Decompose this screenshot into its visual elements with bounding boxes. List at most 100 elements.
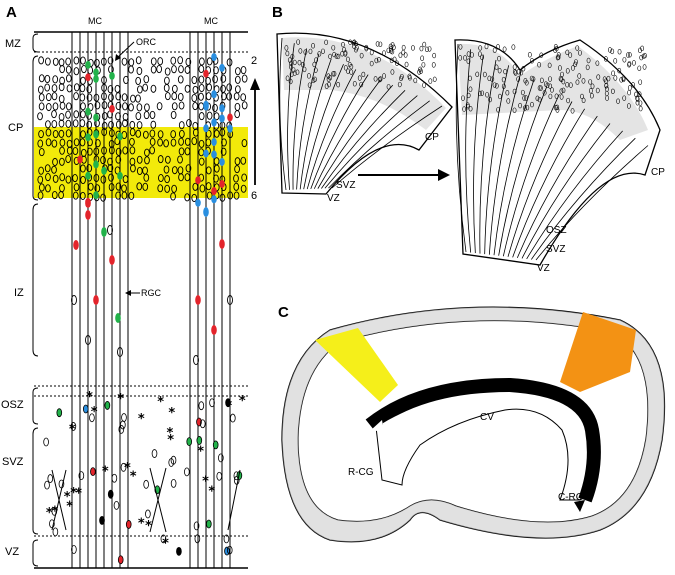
cp-cell	[351, 40, 356, 46]
labeled-cell	[227, 113, 233, 122]
asterisk-cell: *	[166, 426, 173, 441]
cp-cell	[462, 106, 467, 112]
cell-oval	[71, 295, 77, 305]
cp-cell	[575, 79, 580, 85]
cell-oval	[157, 138, 163, 147]
labeled-cell	[85, 133, 91, 142]
cp-cell	[610, 88, 615, 94]
cp-cell	[361, 71, 366, 78]
cell-oval	[142, 182, 149, 191]
cell-oval	[198, 83, 205, 93]
labeled-cell	[195, 176, 201, 185]
cp-cell	[524, 95, 528, 101]
progenitor-cell	[117, 555, 124, 565]
progenitor-cell	[226, 545, 233, 555]
cp-cell	[428, 78, 433, 84]
cell-oval	[122, 102, 128, 111]
progenitor-cell	[70, 422, 77, 431]
cell-oval	[206, 111, 213, 120]
cell-oval	[80, 130, 86, 139]
cp-cell	[570, 108, 575, 114]
labeled-cell	[219, 179, 225, 188]
cp-cell	[289, 64, 293, 70]
cp-cell	[571, 65, 575, 71]
cell-oval	[109, 146, 115, 155]
asterisk-cell: *	[168, 406, 175, 421]
cell-oval	[240, 93, 247, 102]
cell-oval	[241, 101, 248, 110]
cell-oval	[45, 120, 51, 129]
progenitor-cell	[145, 509, 151, 519]
b-right-vz: VZ	[537, 263, 550, 274]
cp-cell	[296, 39, 301, 45]
cp-cell	[382, 73, 386, 79]
zone-label-mz: MZ	[5, 38, 21, 50]
progenitor-cell	[223, 534, 230, 544]
asterisk-cell: *	[239, 394, 246, 409]
cp-cell	[527, 52, 532, 58]
cp-cell	[565, 82, 570, 88]
cell-oval	[170, 130, 177, 139]
cp-cell	[289, 71, 294, 78]
cp-cell	[530, 58, 534, 64]
cell-oval	[205, 182, 212, 191]
cell-oval	[58, 58, 65, 67]
c-label-cv: CV	[480, 412, 494, 423]
labeled-cell	[203, 69, 209, 78]
cp-cell	[324, 83, 329, 89]
cell-oval	[122, 112, 129, 121]
cell-oval	[149, 146, 155, 155]
cell-oval	[157, 57, 164, 66]
radial-fiber	[493, 79, 535, 256]
cell-oval	[213, 164, 220, 173]
cell-oval	[226, 92, 233, 101]
cell-oval	[198, 139, 205, 148]
cp-cell	[341, 41, 345, 48]
progenitor-cell	[89, 413, 95, 423]
radial-fiber	[324, 95, 418, 189]
radial-fiber	[306, 69, 357, 190]
cp-cell	[369, 49, 374, 56]
radial-fiber	[512, 108, 586, 258]
asterisk-cell: *	[91, 405, 98, 420]
cp-cell	[537, 62, 542, 68]
cell-oval	[178, 173, 184, 182]
cell-oval	[191, 75, 198, 85]
cell-oval	[108, 173, 114, 182]
cp-cell	[605, 86, 609, 92]
cell-oval	[234, 157, 241, 166]
cell-oval	[122, 175, 129, 184]
cell-oval	[170, 138, 177, 147]
cell-oval	[65, 110, 71, 119]
cell-oval	[135, 129, 142, 138]
cell-oval	[213, 129, 220, 138]
cp-cell	[391, 44, 396, 51]
c-label-rcg: R-CG	[348, 467, 374, 478]
cell-oval	[115, 147, 122, 156]
cp-cell	[497, 67, 502, 74]
cp-cell	[417, 69, 422, 75]
cell-oval	[143, 110, 150, 120]
layer-arrow-head	[250, 78, 260, 90]
cell-oval	[220, 74, 227, 83]
cp-cell	[627, 52, 632, 58]
cp-cell	[639, 54, 644, 61]
cell-oval	[52, 157, 58, 167]
cell-oval	[58, 119, 65, 128]
asterisk-cell: *	[86, 390, 93, 405]
cell-oval	[37, 139, 44, 148]
cell-oval	[213, 66, 219, 75]
cell-oval	[52, 129, 59, 139]
cell-oval	[221, 138, 227, 147]
cell-oval	[136, 103, 143, 112]
cp-cell	[284, 45, 289, 51]
cp-cell	[352, 39, 357, 45]
cp-cell	[302, 66, 307, 73]
cp-cell	[432, 52, 437, 59]
progenitor-cell	[184, 467, 190, 477]
zone-label-osz: OSZ	[1, 399, 24, 411]
cell-oval	[100, 57, 107, 66]
progenitor-cell	[120, 462, 127, 472]
cp-cell	[516, 69, 521, 75]
cp-cell	[613, 75, 618, 81]
